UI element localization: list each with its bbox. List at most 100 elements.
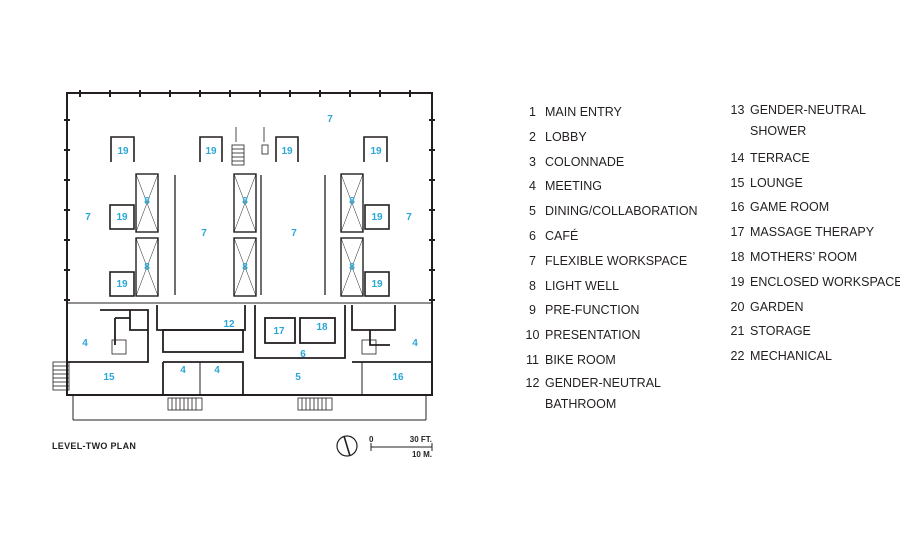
room-label-17: 17 — [273, 326, 285, 337]
room-labels: 7 19 19 19 19 8 8 8 7 19 19 7 7 7 8 8 8 … — [82, 114, 418, 383]
support-zone — [67, 302, 432, 395]
legend-item: 11 BIKE ROOM — [520, 348, 710, 373]
legend-item: 19 ENCLOSED WORKSPACE — [725, 270, 900, 295]
legend-item: 7 FLEXIBLE WORKSPACE — [520, 249, 710, 274]
legend-label: LIGHT WELL — [545, 278, 620, 293]
legend-label: GENDER-NEUTRAL SHOWER — [750, 103, 866, 138]
legend-number: 17 — [730, 225, 745, 240]
legend-number: 7 — [529, 253, 536, 268]
legend-number: 20 — [730, 299, 745, 314]
room-label-4: 4 — [82, 338, 88, 349]
legend-item: 10 PRESENTATION — [520, 323, 710, 348]
scale-zero-label: 0 — [369, 435, 374, 444]
legend-item: 20 GARDEN — [725, 295, 900, 320]
legend-label: PRESENTATION — [545, 328, 641, 343]
legend-label: LOUNGE — [750, 175, 803, 190]
legend-label: PRE-FUNCTION — [545, 303, 640, 318]
terrace-stairs — [167, 397, 333, 411]
room-label-7: 7 — [291, 228, 297, 239]
column-grid — [64, 90, 435, 301]
room-label-19: 19 — [281, 146, 293, 157]
north-arrow-icon — [336, 435, 358, 457]
room-label-8: 8 — [349, 262, 355, 273]
legend-label: MECHANICAL — [750, 349, 832, 364]
room-label-7: 7 — [85, 212, 91, 223]
scale-feet-label: 30 FT. — [410, 435, 432, 444]
legend-number: 1 — [529, 105, 536, 119]
room-label-5: 5 — [295, 372, 301, 383]
legend-item: 14 TERRACE — [725, 146, 900, 171]
light-wells — [135, 173, 364, 297]
legend-label: LOBBY — [545, 129, 587, 144]
room-label-19: 19 — [117, 146, 129, 157]
room-label-8: 8 — [242, 262, 248, 273]
room-label-19: 19 — [370, 146, 382, 157]
room-label-4: 4 — [214, 365, 220, 376]
room-label-7: 7 — [327, 114, 333, 125]
room-label-8: 8 — [144, 262, 150, 273]
legend-item: 9 PRE-FUNCTION — [520, 298, 710, 323]
legend-number: 11 — [526, 352, 539, 367]
room-label-6: 6 — [300, 349, 306, 360]
legend-number: 9 — [529, 303, 536, 318]
building-outline — [66, 92, 433, 396]
room-label-19: 19 — [371, 212, 383, 223]
room-label-19: 19 — [116, 279, 128, 290]
legend-label: GARDEN — [750, 299, 804, 314]
legend-label: GAME ROOM — [750, 200, 830, 215]
scale-meters-label: 10 M. — [412, 450, 432, 459]
room-label-12: 12 — [223, 319, 235, 330]
room-label-4: 4 — [412, 338, 418, 349]
legend-label: BIKE ROOM — [545, 352, 616, 367]
floor-plan: 7 19 19 19 19 8 8 8 7 19 19 7 7 7 8 8 8 … — [52, 90, 435, 459]
legend-label: DINING/COLLABORATION — [545, 204, 698, 219]
scale-bar — [370, 443, 433, 451]
legend-item: 6 CAFÉ — [520, 224, 710, 249]
legend-item: 8 LIGHT WELL — [520, 274, 710, 299]
legend-number: 15 — [730, 175, 745, 190]
legend-item: 3 COLONNADE — [520, 150, 710, 175]
legend-item: 22 MECHANICAL — [725, 344, 900, 369]
legend-label: COLONNADE — [545, 154, 625, 169]
legend-number: 10 — [525, 328, 540, 343]
room-label-19: 19 — [116, 212, 128, 223]
legend-item: 1 MAIN ENTRY — [520, 100, 710, 125]
legend-label: CAFÉ — [545, 228, 579, 243]
room-label-8: 8 — [242, 196, 248, 207]
legend-label: FLEXIBLE WORKSPACE — [545, 253, 688, 268]
room-label-18: 18 — [316, 322, 328, 333]
legend-number: 6 — [529, 228, 536, 243]
legend-label: MASSAGE THERAPY — [750, 225, 875, 240]
legend-label: TERRACE — [750, 150, 810, 165]
room-label-16: 16 — [392, 372, 404, 383]
legend-number: 12 — [525, 375, 540, 390]
legend-number: 8 — [529, 278, 536, 293]
legend-item: 15 LOUNGE — [725, 171, 900, 196]
enclosed-workspaces — [109, 136, 390, 297]
room-label-19: 19 — [205, 146, 217, 157]
legend-number: 16 — [730, 200, 745, 215]
legend-item: 12 GENDER-NEUTRAL BATHROOM — [520, 373, 710, 415]
core-details — [174, 127, 326, 295]
legend-number: 14 — [730, 150, 745, 165]
legend-label: MAIN ENTRY — [545, 105, 622, 119]
legend-label: ENCLOSED WORKSPACE — [750, 274, 900, 289]
legend-number: 19 — [730, 274, 745, 289]
legend-number: 4 — [529, 179, 536, 194]
legend-label: MEETING — [545, 179, 602, 194]
legend-number: 22 — [730, 349, 745, 364]
room-label-15: 15 — [103, 372, 115, 383]
legend-label: GENDER-NEUTRAL BATHROOM — [545, 375, 661, 411]
legend-number: 3 — [529, 154, 536, 169]
legend-label: STORAGE — [750, 324, 811, 339]
room-label-8: 8 — [144, 196, 150, 207]
room-label-8: 8 — [349, 196, 355, 207]
entry-stair — [52, 361, 70, 391]
plan-title: LEVEL-TWO PLAN — [52, 441, 137, 451]
